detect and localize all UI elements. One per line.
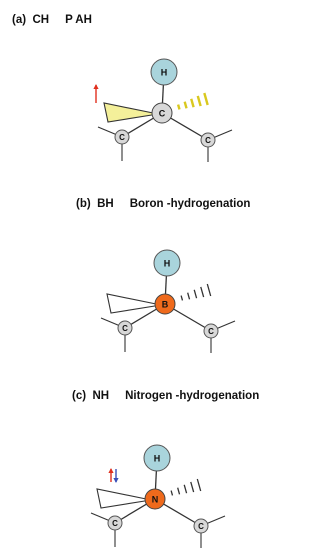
panel-c-hash-stroke [183, 484, 188, 494]
panel-b-fragment: H C C B [100, 249, 236, 353]
panel-b-hydrogen-label: H [164, 259, 171, 269]
panel-c-hash-stroke [196, 478, 202, 492]
panel-b-center-atom [154, 293, 176, 315]
panel-a-fragment: H C C C [93, 58, 233, 162]
panel-c-hash-stroke [177, 487, 181, 495]
panel-a-left-carbon-label: C [119, 133, 125, 142]
panel-a-hash-stroke [190, 98, 195, 108]
panel-b-left-carbon-atom [117, 320, 133, 336]
panel-b-hash-stroke [187, 292, 191, 300]
panel-a-left-carbon-atom [114, 129, 130, 145]
panel-c-left-carbon-atom [107, 515, 123, 531]
panel-a-center-label: C [159, 109, 166, 119]
panel-b-hash-stroke [180, 295, 184, 301]
panel-c-description: Nitrogen -hydrogenation [125, 390, 260, 402]
panel-a-hash-stroke [203, 92, 209, 106]
panel-c-left-carbon-label: C [112, 519, 118, 528]
panel-c-spin-down-arrow [113, 478, 119, 483]
panel-a-system: CH [32, 14, 50, 26]
panel-c-wedge-bond [96, 488, 152, 509]
panel-b-right-carbon-label: C [208, 327, 214, 336]
panel-a-hash-stroke [196, 95, 202, 107]
panel-a-hash-stroke [176, 104, 181, 110]
panel-b-label: (b) BH Boron -hydrogenation [76, 198, 250, 210]
panel-a-hydrogen-label: H [161, 68, 168, 78]
panel-c-hash-stroke [190, 481, 195, 493]
panel-c-center-atom [144, 488, 166, 510]
panel-c-fragment: H C C N [90, 444, 226, 548]
panel-b-center-label: B [162, 300, 169, 310]
panel-c-spin-up-arrow [108, 468, 114, 473]
panel-b-hash-stroke [200, 286, 205, 298]
panel-a-right-carbon-atom [200, 132, 216, 148]
panel-a-hydrogen-atom [150, 58, 178, 86]
panel-c-label: (c) NH Nitrogen -hydrogenation [72, 390, 259, 402]
panel-b-hash-stroke [193, 289, 198, 299]
panel-b-system: BH [97, 198, 114, 210]
panel-b-hydrogen-atom [153, 249, 181, 277]
panel-b-description: Boron -hydrogenation [129, 198, 251, 210]
panel-c-hydrogen-atom [143, 444, 171, 472]
panel-a-hash-stroke [183, 101, 188, 109]
panel-a-spin-up-arrow [93, 84, 99, 89]
panel-a-center-atom [151, 102, 173, 124]
panel-b-letter: (b) [76, 198, 91, 210]
panel-a-label: (a) CH P AH [12, 14, 92, 26]
panel-b-hash-stroke [206, 283, 212, 297]
panel-b-left-carbon-label: C [122, 324, 128, 333]
panel-c-center-label: N [152, 495, 159, 505]
panel-c-hash-stroke [170, 490, 174, 496]
panel-a-description: P AH [65, 14, 92, 26]
panel-a-right-carbon-label: C [205, 136, 211, 145]
panel-b-wedge-bond [106, 293, 162, 314]
panel-c-right-carbon-label: C [198, 522, 204, 531]
panel-a-wedge-bond [103, 102, 159, 123]
panel-a-letter: (a) [12, 14, 27, 26]
panel-b-right-carbon-atom [203, 323, 219, 339]
panel-c-system: NH [92, 390, 110, 402]
panel-c-letter: (c) [72, 390, 87, 402]
panel-c-hydrogen-label: H [154, 454, 161, 464]
panel-c-right-carbon-atom [193, 518, 209, 534]
